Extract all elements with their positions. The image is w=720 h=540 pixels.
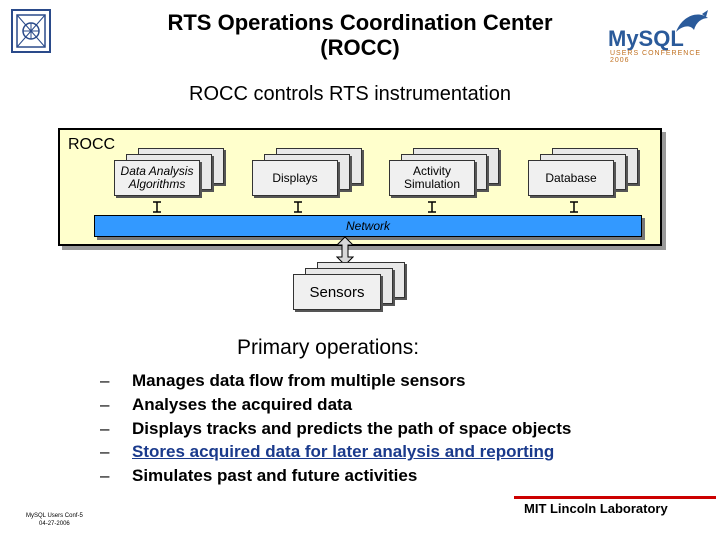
module-label: Database <box>528 160 614 196</box>
diagram-subtitle: ROCC controls RTS instrumentation <box>189 83 511 105</box>
slide-title-acronym: (ROCC) <box>320 35 400 60</box>
network-bus: Network <box>94 215 642 237</box>
rocc-panel-label: ROCC <box>68 136 116 153</box>
module-label: Data Analysis Algorithms <box>114 160 200 196</box>
list-item: –Displays tracks and predicts the path o… <box>100 418 572 438</box>
list-item: –Simulates past and future activities <box>100 466 418 486</box>
list-item: –Stores acquired data for later analysis… <box>100 442 555 462</box>
module-label: Activity Simulation <box>389 160 475 196</box>
mysql-wordmark: MySQL <box>608 26 684 51</box>
dolphin-icon <box>676 10 708 32</box>
footer-note: MySQL Users Conf-5 04-27-2006 <box>26 513 83 527</box>
footer-divider <box>514 496 716 499</box>
list-item: –Manages data flow from multiple sensors <box>100 371 466 390</box>
module-label: Displays <box>252 160 338 196</box>
connector-icon <box>153 201 161 213</box>
conference-subtitle: USERS CONFERENCE 2006 <box>610 50 702 64</box>
operations-list: –Manages data flow from multiple sensors… <box>100 369 571 488</box>
slide-title: RTS Operations Coordination Center <box>167 10 553 35</box>
mysql-conference-logo: MySQL USERS CONFERENCE 2006 <box>602 8 714 64</box>
lincoln-lab-logo-icon <box>11 9 51 53</box>
sensors-label: Sensors <box>293 274 381 310</box>
operations-heading: Primary operations: <box>237 336 420 359</box>
connector-icon <box>428 201 436 213</box>
lab-name: MIT Lincoln Laboratory <box>524 501 668 516</box>
connector-icon <box>570 201 578 213</box>
connector-icon <box>294 201 302 213</box>
list-item: –Analyses the acquired data <box>100 394 353 414</box>
